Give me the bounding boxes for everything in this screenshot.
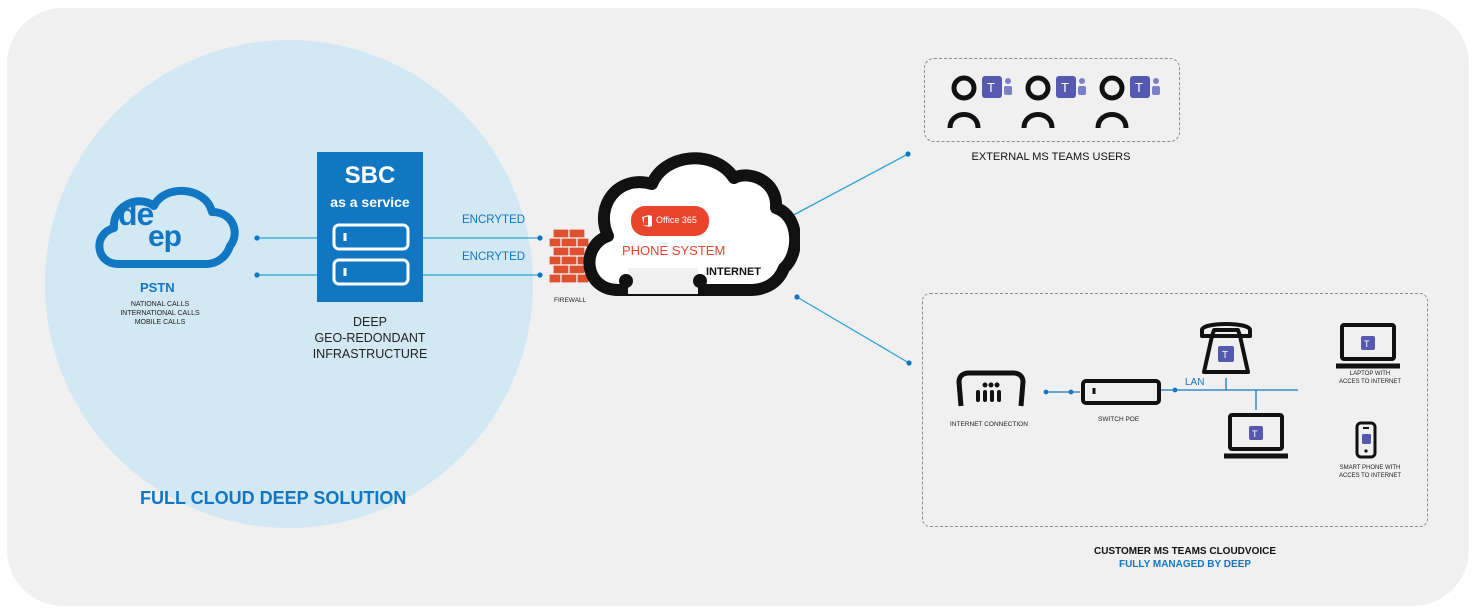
deep-solution-circle bbox=[45, 40, 533, 528]
deep-logo-text-bottom: ep bbox=[148, 220, 182, 253]
svg-text:T: T bbox=[1135, 80, 1143, 95]
sbc-subtitle: as a service bbox=[330, 194, 410, 210]
deep-cloud-logo bbox=[95, 187, 239, 268]
svg-text:T: T bbox=[1364, 339, 1370, 349]
pstn-title: PSTN bbox=[140, 280, 175, 295]
server-icon bbox=[332, 223, 410, 286]
customer-caption-managed: FULLY MANAGED BY DEEP bbox=[1118, 559, 1252, 570]
laptop-label-line: ACCES TO INTERNET bbox=[1338, 379, 1402, 385]
switch-icon bbox=[1081, 379, 1161, 405]
infra-line: DEEP bbox=[352, 315, 388, 329]
lan-label: LAN bbox=[1185, 377, 1205, 388]
svg-text:T: T bbox=[1252, 429, 1258, 439]
deep-logo-text-top: de bbox=[118, 196, 154, 232]
office365-badge: Office 365 bbox=[631, 206, 709, 236]
laptop-icon: T bbox=[1224, 413, 1288, 459]
smartphone-label: SMART PHONE WITH ACCES TO INTERNET bbox=[1322, 464, 1418, 480]
infra-line: GEO-REDONDANT bbox=[314, 331, 426, 345]
laptop-icon: T bbox=[1336, 323, 1400, 369]
firewall-label: FIREWALL bbox=[554, 297, 587, 304]
infra-line: INFRASTRUCTURE bbox=[312, 347, 428, 361]
sbc-title: SBC bbox=[344, 162, 396, 189]
smartphone-label-line: SMART PHONE WITH bbox=[1339, 465, 1401, 471]
external-users-box bbox=[924, 58, 1180, 142]
desk-phone-icon: T bbox=[1200, 322, 1252, 374]
sbc-box: SBC as a service bbox=[317, 152, 423, 302]
internet-label: INTERNET bbox=[706, 266, 761, 278]
svg-text:T: T bbox=[1222, 350, 1228, 361]
encrypted-label-1: ENCRYTED bbox=[462, 214, 526, 226]
infrastructure-label: DEEP GEO-REDONDANT INFRASTRUCTURE bbox=[290, 314, 450, 362]
router-icon bbox=[956, 370, 1026, 407]
firewall-icon bbox=[549, 228, 590, 284]
office365-label: Office 365 bbox=[656, 215, 697, 225]
svg-text:T: T bbox=[987, 80, 995, 95]
internet-cloud-icon bbox=[583, 152, 800, 296]
customer-caption: CUSTOMER MS TEAMS CLOUDVOICE bbox=[1093, 546, 1277, 557]
external-users-label: EXTERNAL MS TEAMS USERS bbox=[971, 151, 1131, 163]
switch-poe-label: SWITCH POE bbox=[1098, 416, 1140, 423]
encrypted-label-2: ENCRYTED bbox=[462, 251, 526, 263]
phone-system-label: PHONE SYSTEM bbox=[622, 243, 726, 258]
laptop-label: LAPTOP WITH ACCES TO INTERNET bbox=[1322, 370, 1418, 386]
smartphone-label-line: ACCES TO INTERNET bbox=[1338, 473, 1402, 479]
office-icon bbox=[642, 215, 652, 227]
solution-label: FULL CLOUD DEEP SOLUTION bbox=[140, 488, 407, 508]
pstn-line: INTERNATIONAL CALLS bbox=[120, 310, 200, 317]
svg-text:T: T bbox=[1061, 80, 1069, 95]
customer-box bbox=[922, 293, 1428, 527]
pstn-details: NATIONAL CALLS INTERNATIONAL CALLS MOBIL… bbox=[90, 300, 230, 327]
pstn-line: NATIONAL CALLS bbox=[130, 301, 190, 308]
teams-users-icons: T T T bbox=[947, 75, 1160, 129]
internet-connection-label: INTERNET CONNECTION bbox=[950, 421, 1028, 428]
pstn-line: MOBILE CALLS bbox=[134, 319, 186, 326]
laptop-label-line: LAPTOP WITH bbox=[1349, 371, 1391, 377]
smartphone-icon bbox=[1355, 421, 1377, 459]
